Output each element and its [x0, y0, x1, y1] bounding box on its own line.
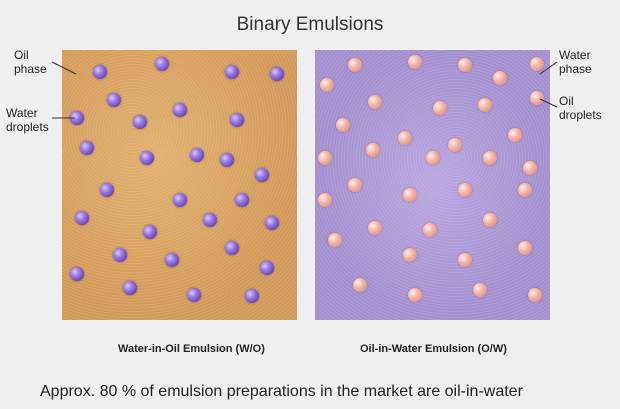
oil-droplet	[336, 118, 350, 132]
water-droplet	[165, 253, 179, 267]
oil-droplet	[423, 223, 437, 237]
oil-droplet	[403, 248, 417, 262]
oil-droplet	[398, 131, 412, 145]
water-droplet	[123, 281, 137, 295]
oil-droplet	[368, 221, 382, 235]
water-droplet	[75, 211, 89, 225]
water-droplet	[155, 57, 169, 71]
water-droplet	[173, 103, 187, 117]
water-droplet	[220, 153, 234, 167]
oil-droplet	[448, 138, 462, 152]
oil-droplet	[458, 58, 472, 72]
oil-droplet	[408, 288, 422, 302]
oil-droplet	[458, 253, 472, 267]
oil-in-water-panel	[315, 50, 550, 320]
water-droplet	[203, 213, 217, 227]
oil-phase-label: Oil phase	[14, 48, 47, 76]
oil-droplet	[426, 151, 440, 165]
oil-droplet	[518, 183, 532, 197]
water-phase-label-line2: phase	[559, 62, 592, 76]
oil-phase-pointer	[51, 61, 77, 75]
water-droplet	[140, 151, 154, 165]
water-phase-label-line1: Water	[559, 48, 591, 62]
water-droplet	[245, 289, 259, 303]
oil-phase-label-line2: phase	[14, 62, 47, 76]
oil-droplets-pointer	[539, 98, 558, 108]
oil-droplets-label: Oil droplets	[559, 94, 602, 122]
oil-droplet	[348, 178, 362, 192]
water-droplet	[225, 65, 239, 79]
water-droplet	[235, 193, 249, 207]
oil-droplet	[478, 98, 492, 112]
water-droplet	[80, 141, 94, 155]
oil-droplet	[458, 183, 472, 197]
footer-note: Approx. 80 % of emulsion preparations in…	[40, 383, 523, 400]
oil-droplet	[366, 143, 380, 157]
oil-droplet	[318, 193, 332, 207]
water-droplet	[270, 67, 284, 81]
oil-droplet	[403, 188, 417, 202]
water-droplet	[255, 168, 269, 182]
oil-droplet	[508, 128, 522, 142]
oil-phase-label-line1: Oil	[14, 48, 29, 62]
water-droplet	[173, 193, 187, 207]
water-droplet	[113, 248, 127, 262]
water-droplet	[107, 93, 121, 107]
water-droplet	[190, 148, 204, 162]
oil-droplet	[353, 278, 367, 292]
oil-droplet	[483, 213, 497, 227]
oil-droplet	[318, 151, 332, 165]
oil-droplet	[530, 57, 544, 71]
water-droplet	[265, 216, 279, 230]
oil-droplet	[320, 78, 334, 92]
water-droplet	[100, 183, 114, 197]
water-droplet	[70, 111, 84, 125]
water-droplet	[70, 267, 84, 281]
water-droplet	[187, 288, 201, 302]
water-in-oil-panel	[62, 50, 297, 320]
oil-in-water-caption: Oil-in-Water Emulsion (O/W)	[360, 343, 507, 355]
water-phase-label: Water phase	[559, 48, 592, 76]
page-title: Binary Emulsions	[236, 14, 384, 35]
oil-droplet	[530, 91, 544, 105]
oil-droplet	[518, 241, 532, 255]
water-droplets-label-line1: Water	[6, 106, 38, 120]
water-droplet	[225, 241, 239, 255]
oil-droplet	[433, 101, 447, 115]
water-droplet	[260, 261, 274, 275]
water-droplets-label-line2: droplets	[6, 120, 49, 134]
water-in-oil-caption: Water-in-Oil Emulsion (W/O)	[118, 343, 265, 355]
oil-droplet	[368, 95, 382, 109]
oil-droplet	[523, 161, 537, 175]
oil-droplet	[473, 283, 487, 297]
oil-droplets-label-line2: droplets	[559, 108, 602, 122]
oil-droplet	[408, 55, 422, 69]
oil-droplets-label-line1: Oil	[559, 94, 574, 108]
oil-droplet	[328, 233, 342, 247]
water-droplet	[93, 65, 107, 79]
oil-droplet	[483, 151, 497, 165]
oil-droplet	[348, 58, 362, 72]
water-droplet	[143, 225, 157, 239]
water-droplet	[230, 113, 244, 127]
water-droplets-label: Water droplets	[6, 106, 49, 134]
water-droplet	[133, 115, 147, 129]
oil-droplet	[528, 288, 542, 302]
oil-droplet	[493, 71, 507, 85]
water-phase-pointer	[539, 61, 558, 75]
